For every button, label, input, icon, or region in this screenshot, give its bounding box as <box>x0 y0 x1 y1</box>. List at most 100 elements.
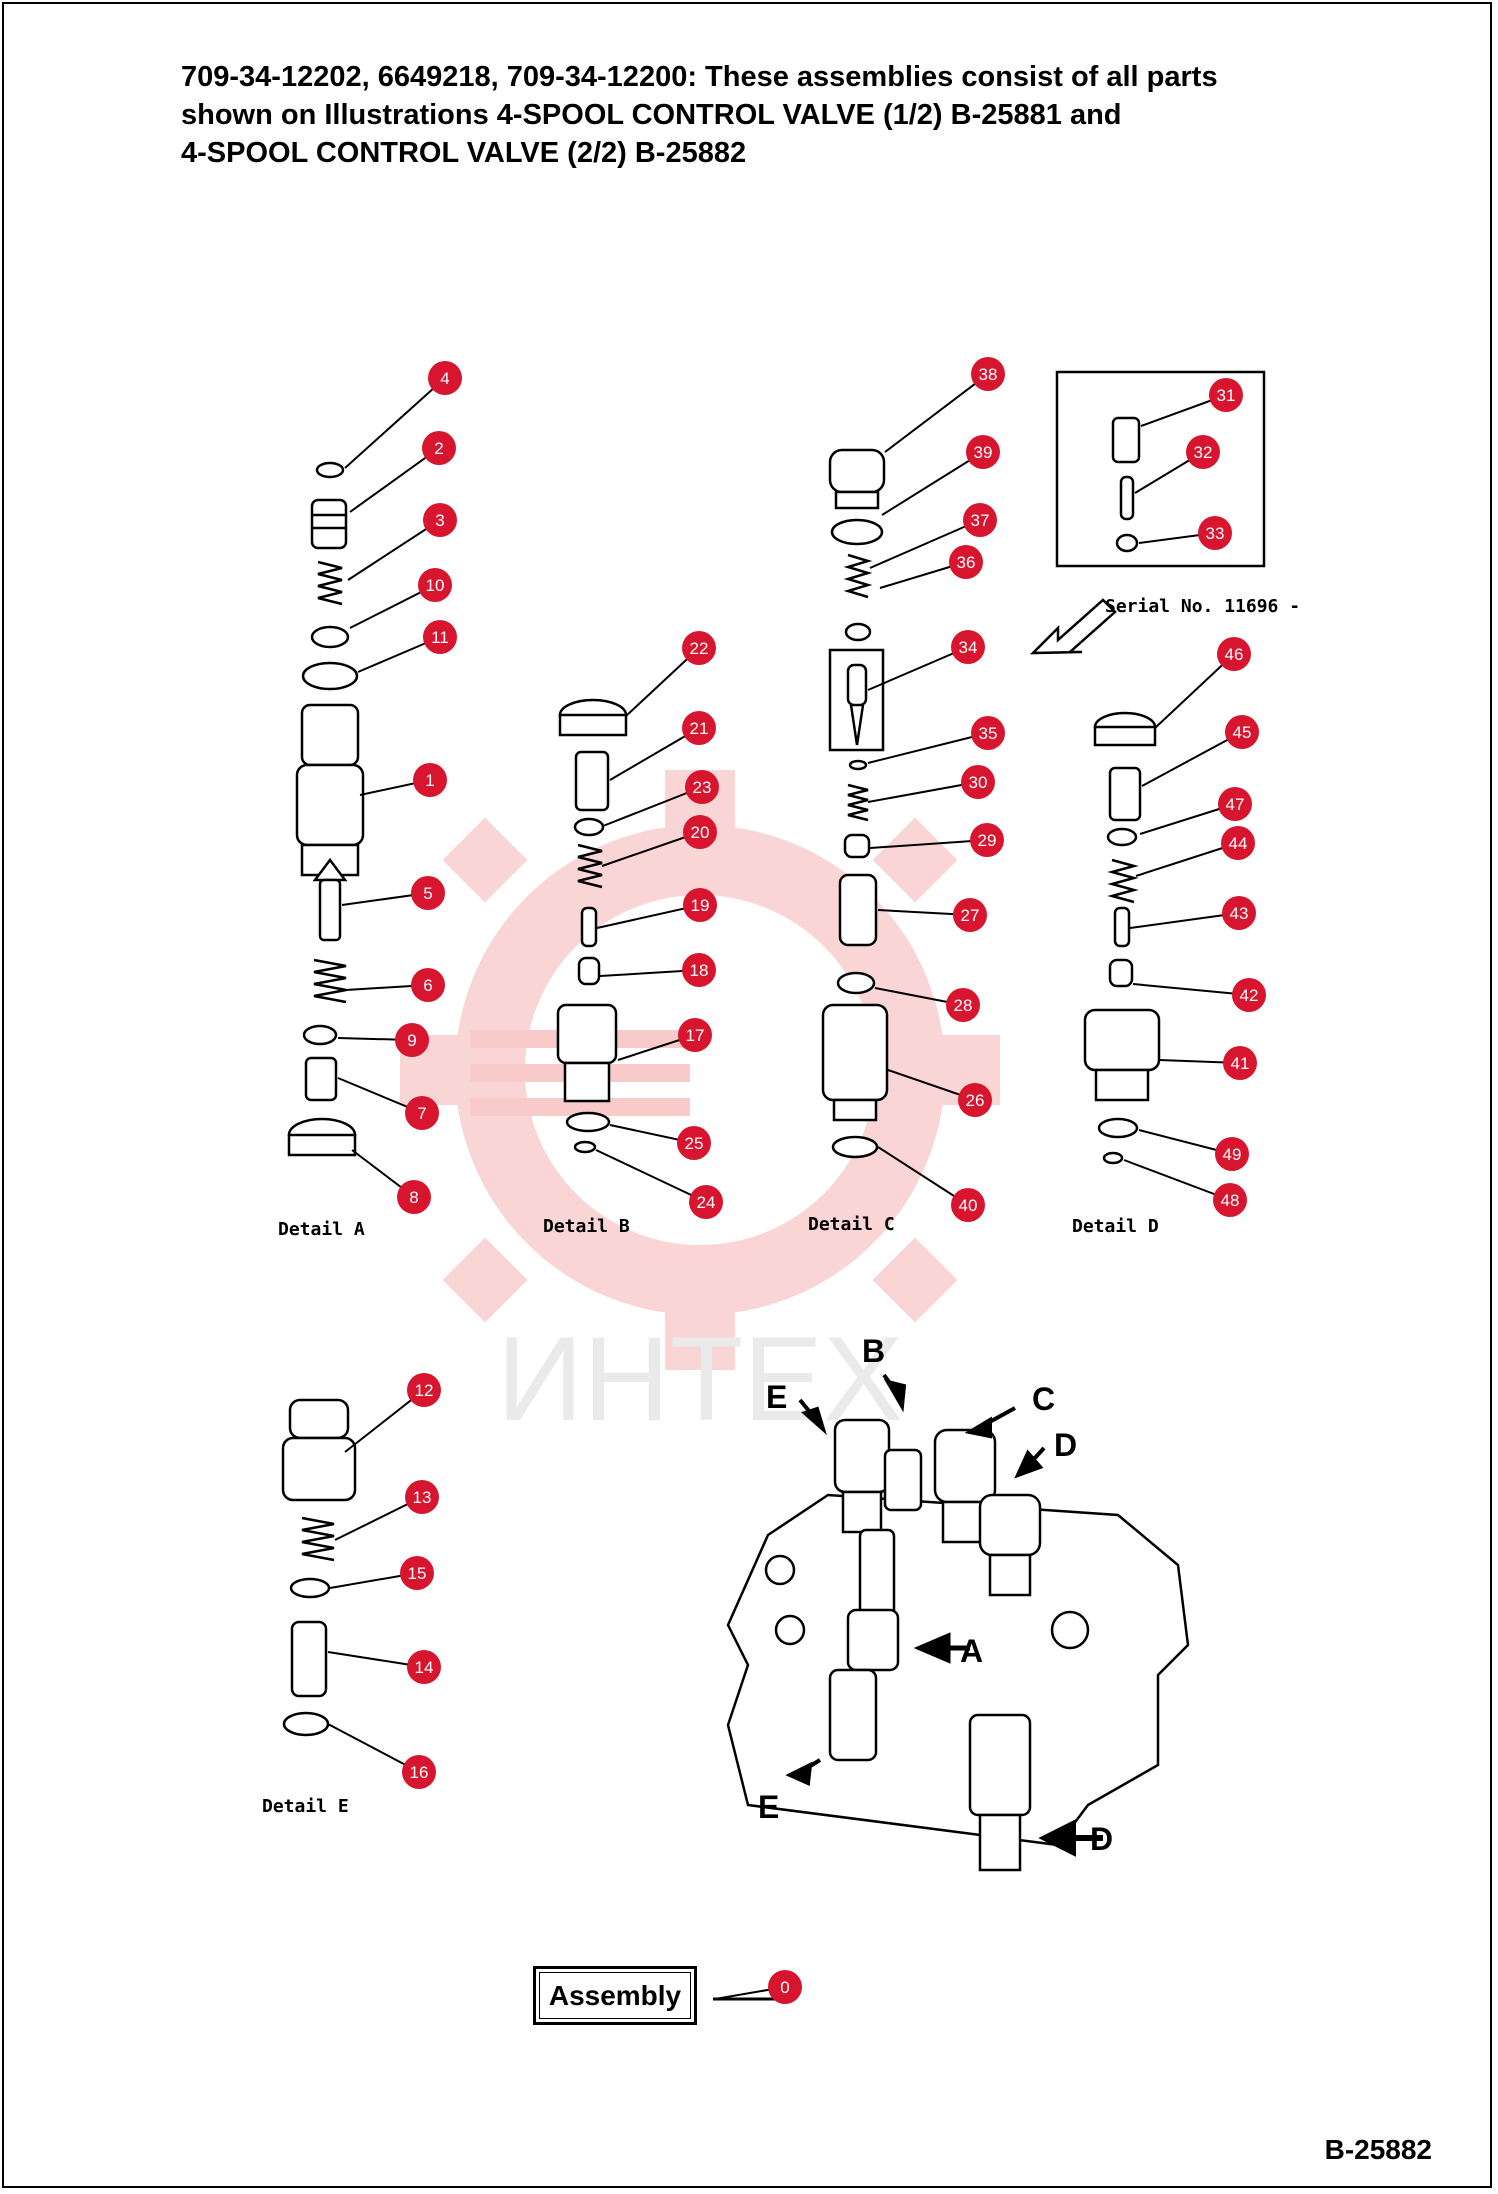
callout-19[interactable]: 19 <box>683 888 717 922</box>
callout-marker-35[interactable] <box>971 716 1005 750</box>
callout-25[interactable]: 25 <box>677 1126 711 1160</box>
callout-48[interactable]: 48 <box>1213 1183 1247 1217</box>
callout-marker-38[interactable] <box>971 357 1005 391</box>
callout-14[interactable]: 14 <box>407 1650 441 1684</box>
callout-marker-0[interactable] <box>768 1970 802 2004</box>
callout-20[interactable]: 20 <box>683 815 717 849</box>
callout-marker-8[interactable] <box>397 1180 431 1214</box>
callout-46[interactable]: 46 <box>1217 637 1251 671</box>
callout-35[interactable]: 35 <box>971 716 1005 750</box>
callout-marker-20[interactable] <box>683 815 717 849</box>
callout-45[interactable]: 45 <box>1225 715 1259 749</box>
callout-marker-19[interactable] <box>683 888 717 922</box>
callout-marker-47[interactable] <box>1218 787 1252 821</box>
callout-marker-32[interactable] <box>1186 435 1220 469</box>
callout-marker-49[interactable] <box>1215 1137 1249 1171</box>
callout-marker-9[interactable] <box>395 1023 429 1057</box>
callout-marker-48[interactable] <box>1213 1183 1247 1217</box>
callout-32[interactable]: 32 <box>1186 435 1220 469</box>
callout-23[interactable]: 23 <box>685 770 719 804</box>
callout-marker-29[interactable] <box>970 823 1004 857</box>
callout-marker-37[interactable] <box>963 503 997 537</box>
callout-marker-13[interactable] <box>405 1480 439 1514</box>
callout-marker-34[interactable] <box>951 630 985 664</box>
callout-4[interactable]: 4 <box>428 361 462 395</box>
callout-marker-16[interactable] <box>402 1755 436 1789</box>
callout-marker-3[interactable] <box>423 503 457 537</box>
callout-30[interactable]: 30 <box>961 765 995 799</box>
callout-marker-42[interactable] <box>1232 978 1266 1012</box>
callout-43[interactable]: 43 <box>1222 896 1256 930</box>
callout-marker-6[interactable] <box>411 968 445 1002</box>
callout-marker-44[interactable] <box>1221 826 1255 860</box>
callout-5[interactable]: 5 <box>411 876 445 910</box>
callout-34[interactable]: 34 <box>951 630 985 664</box>
callout-44[interactable]: 44 <box>1221 826 1255 860</box>
callout-10[interactable]: 10 <box>418 568 452 602</box>
callout-marker-36[interactable] <box>949 545 983 579</box>
callout-marker-33[interactable] <box>1198 516 1232 550</box>
callout-38[interactable]: 38 <box>971 357 1005 391</box>
callout-3[interactable]: 3 <box>423 503 457 537</box>
callout-marker-41[interactable] <box>1223 1046 1257 1080</box>
callout-marker-4[interactable] <box>428 361 462 395</box>
callout-marker-22[interactable] <box>682 631 716 665</box>
callout-2[interactable]: 2 <box>422 431 456 465</box>
callout-marker-7[interactable] <box>405 1096 439 1130</box>
callout-marker-2[interactable] <box>422 431 456 465</box>
callout-marker-43[interactable] <box>1222 896 1256 930</box>
callout-marker-40[interactable] <box>951 1188 985 1222</box>
callout-marker-27[interactable] <box>953 898 987 932</box>
callout-marker-18[interactable] <box>682 953 716 987</box>
callout-marker-5[interactable] <box>411 876 445 910</box>
callout-26[interactable]: 26 <box>958 1083 992 1117</box>
callout-13[interactable]: 13 <box>405 1480 439 1514</box>
callout-15[interactable]: 15 <box>400 1556 434 1590</box>
callout-12[interactable]: 12 <box>407 1373 441 1407</box>
callout-22[interactable]: 22 <box>682 631 716 665</box>
callout-marker-45[interactable] <box>1225 715 1259 749</box>
callout-marker-12[interactable] <box>407 1373 441 1407</box>
callout-42[interactable]: 42 <box>1232 978 1266 1012</box>
callout-marker-28[interactable] <box>946 988 980 1022</box>
callout-8[interactable]: 8 <box>397 1180 431 1214</box>
callout-marker-25[interactable] <box>677 1126 711 1160</box>
callout-marker-1[interactable] <box>413 763 447 797</box>
callout-37[interactable]: 37 <box>963 503 997 537</box>
callout-marker-30[interactable] <box>961 765 995 799</box>
callout-40[interactable]: 40 <box>951 1188 985 1222</box>
callout-16[interactable]: 16 <box>402 1755 436 1789</box>
callout-7[interactable]: 7 <box>405 1096 439 1130</box>
callout-33[interactable]: 33 <box>1198 516 1232 550</box>
callout-47[interactable]: 47 <box>1218 787 1252 821</box>
callout-18[interactable]: 18 <box>682 953 716 987</box>
callout-1[interactable]: 1 <box>413 763 447 797</box>
callout-39[interactable]: 39 <box>966 435 1000 469</box>
callout-41[interactable]: 41 <box>1223 1046 1257 1080</box>
callout-6[interactable]: 6 <box>411 968 445 1002</box>
callout-marker-17[interactable] <box>678 1018 712 1052</box>
callout-28[interactable]: 28 <box>946 988 980 1022</box>
callout-marker-14[interactable] <box>407 1650 441 1684</box>
callout-marker-46[interactable] <box>1217 637 1251 671</box>
callout-29[interactable]: 29 <box>970 823 1004 857</box>
callout-marker-21[interactable] <box>682 711 716 745</box>
callout-27[interactable]: 27 <box>953 898 987 932</box>
callout-marker-24[interactable] <box>689 1185 723 1219</box>
callout-0[interactable]: 0 <box>768 1970 802 2004</box>
callout-11[interactable]: 11 <box>423 620 457 654</box>
callout-21[interactable]: 21 <box>682 711 716 745</box>
callout-24[interactable]: 24 <box>689 1185 723 1219</box>
callout-9[interactable]: 9 <box>395 1023 429 1057</box>
assembly-box[interactable]: Assembly <box>533 1966 697 2025</box>
callout-36[interactable]: 36 <box>949 545 983 579</box>
callout-49[interactable]: 49 <box>1215 1137 1249 1171</box>
callout-marker-31[interactable] <box>1209 378 1243 412</box>
callout-marker-23[interactable] <box>685 770 719 804</box>
callout-31[interactable]: 31 <box>1209 378 1243 412</box>
callout-marker-10[interactable] <box>418 568 452 602</box>
callout-17[interactable]: 17 <box>678 1018 712 1052</box>
callout-marker-26[interactable] <box>958 1083 992 1117</box>
callout-marker-39[interactable] <box>966 435 1000 469</box>
callout-marker-15[interactable] <box>400 1556 434 1590</box>
